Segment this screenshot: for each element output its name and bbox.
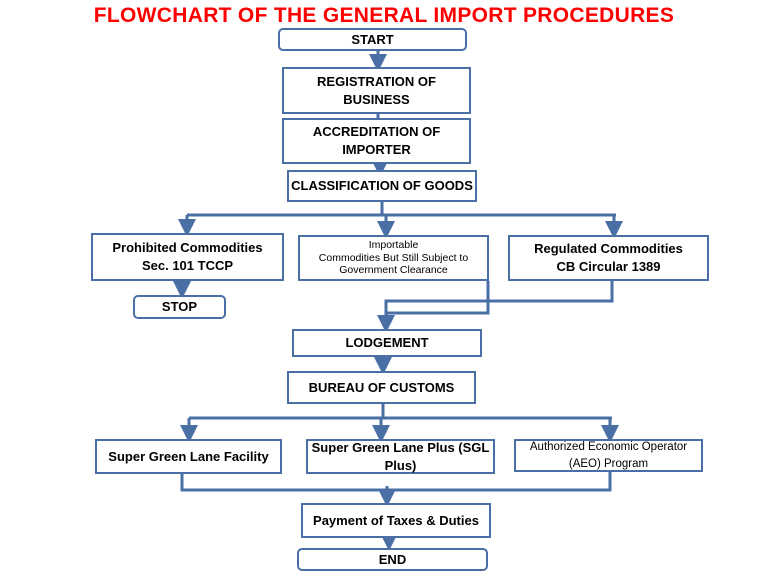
connector-regulated-merge — [384, 281, 614, 320]
sgl-plus-label: Super Green Lane Plus (SGL Plus) — [311, 439, 490, 473]
classification-label: CLASSIFICATION OF GOODS — [291, 178, 473, 194]
aeo-program-label: Authorized Economic Operator (AEO) Progr… — [529, 440, 688, 470]
prohibited-box: Prohibited Commodities Sec. 101 TCCP — [91, 233, 284, 281]
prohibited-label: Prohibited Commodities Sec. 101 TCCP — [112, 240, 263, 273]
super-green-lane-label: Super Green Lane Facility — [108, 448, 269, 464]
importable-label: Importable Commodities But Still Subject… — [318, 239, 469, 277]
lodgement-label: LODGEMENT — [345, 335, 429, 351]
connector-importable-merge — [386, 281, 490, 315]
importable-box: Importable Commodities But Still Subject… — [298, 235, 489, 281]
page-title: FLOWCHART OF THE GENERAL IMPORT PROCEDUR… — [93, 4, 675, 27]
bureau-of-customs-box: BUREAU OF CUSTOMS — [287, 371, 476, 404]
registration-box: REGISTRATION OF BUSINESS — [282, 67, 471, 114]
registration-label: REGISTRATION OF BUSINESS — [317, 73, 436, 107]
start-label: START — [351, 31, 394, 47]
accreditation-box: ACCREDITATION OF IMPORTER — [282, 118, 471, 164]
regulated-box: Regulated Commodities CB Circular 1389 — [508, 235, 709, 281]
stop-box: STOP — [133, 295, 226, 319]
payment-label: Payment of Taxes & Duties — [313, 512, 479, 528]
end-box: END — [297, 548, 488, 571]
end-label: END — [378, 551, 407, 567]
stop-label: STOP — [161, 299, 198, 315]
payment-box: Payment of Taxes & Duties — [301, 503, 491, 538]
bureau-of-customs-label: BUREAU OF CUSTOMS — [308, 379, 455, 395]
regulated-label: Regulated Commodities CB Circular 1389 — [534, 241, 683, 274]
start-box: START — [278, 28, 467, 51]
classification-box: CLASSIFICATION OF GOODS — [287, 170, 477, 202]
accreditation-label: ACCREDITATION OF IMPORTER — [312, 124, 441, 157]
lodgement-box: LODGEMENT — [292, 329, 482, 357]
aeo-program-box: Authorized Economic Operator (AEO) Progr… — [514, 439, 703, 472]
super-green-lane-box: Super Green Lane Facility — [95, 439, 282, 474]
sgl-plus-box: Super Green Lane Plus (SGL Plus) — [306, 439, 495, 474]
connector-lanes-merge — [180, 472, 612, 492]
